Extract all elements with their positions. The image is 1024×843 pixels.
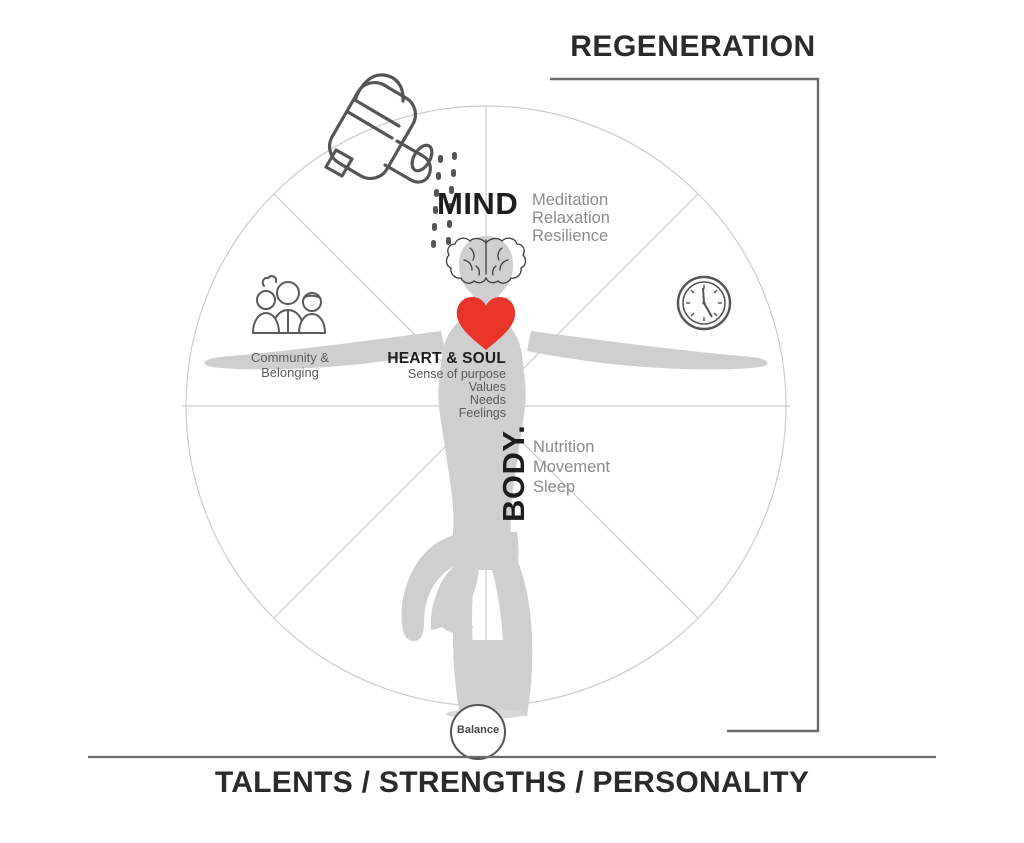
mind-items-list: Meditation Relaxation Resilience: [532, 191, 610, 245]
talents-strengths-personality-title: TALENTS / STRENGTHS / PERSONALITY: [214, 766, 810, 799]
heart-and-soul-label: HEART & SOUL: [387, 350, 506, 367]
water-droplets-icon: [431, 152, 457, 248]
balance-hub-label: Balance: [456, 724, 500, 736]
regeneration-bracket: [550, 77, 820, 733]
balance-hub-circle: [450, 704, 506, 760]
heart-icon: [456, 297, 516, 350]
brain-icon: [445, 237, 527, 284]
wheel-spoke-lower-right: [485, 405, 699, 619]
watering-can-icon: [324, 73, 434, 184]
mind-label: MIND: [437, 186, 519, 221]
clock-icon: [676, 275, 732, 331]
human-silhouette: [204, 236, 768, 722]
people-group-icon: [252, 275, 326, 334]
regeneration-title: REGENERATION: [570, 30, 816, 63]
body-items-list: Nutrition Movement Sleep: [533, 438, 611, 496]
heart-and-soul-items-list: Sense of purpose Values Needs Feelings: [408, 367, 506, 420]
community-belonging-label: Community & Belonging: [250, 350, 330, 380]
